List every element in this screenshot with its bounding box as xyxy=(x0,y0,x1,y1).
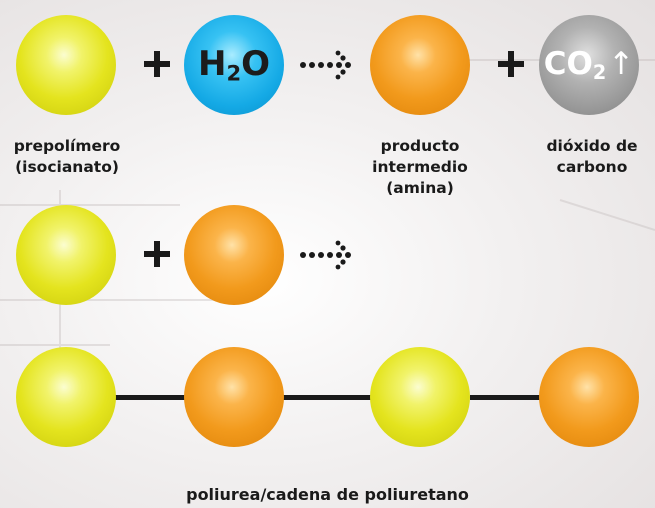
label-prepolymer: prepolímero (isocianato) xyxy=(13,137,121,176)
plus-sign xyxy=(144,241,170,267)
prepolymer-ball xyxy=(16,15,116,115)
reaction-arrow xyxy=(300,50,351,80)
co2-formula: CO2↑ xyxy=(543,46,635,84)
co2-ball: CO2↑ xyxy=(539,15,639,115)
chain-bond xyxy=(280,395,380,400)
gas-release-arrow-icon: ↑ xyxy=(608,46,635,83)
plus-sign xyxy=(498,51,524,77)
water-formula: H2O xyxy=(197,44,271,86)
chain-prepolymer-ball xyxy=(370,347,470,447)
water-ball: H2O xyxy=(184,15,284,115)
chain-intermediate-ball xyxy=(184,347,284,447)
chain-bond xyxy=(110,395,200,400)
chain-prepolymer-ball xyxy=(16,347,116,447)
label-intermediate: producto intermedio (amina) xyxy=(372,137,468,197)
plus-sign xyxy=(144,51,170,77)
label-chain: poliurea/cadena de poliuretano xyxy=(186,485,469,504)
chain-intermediate-ball xyxy=(539,347,639,447)
intermediate-ball xyxy=(370,15,470,115)
chain-bond xyxy=(470,395,550,400)
label-co2: dióxido de carbono xyxy=(546,137,638,176)
prepolymer-ball xyxy=(16,205,116,305)
intermediate-ball xyxy=(184,205,284,305)
reaction-arrow xyxy=(300,240,351,270)
